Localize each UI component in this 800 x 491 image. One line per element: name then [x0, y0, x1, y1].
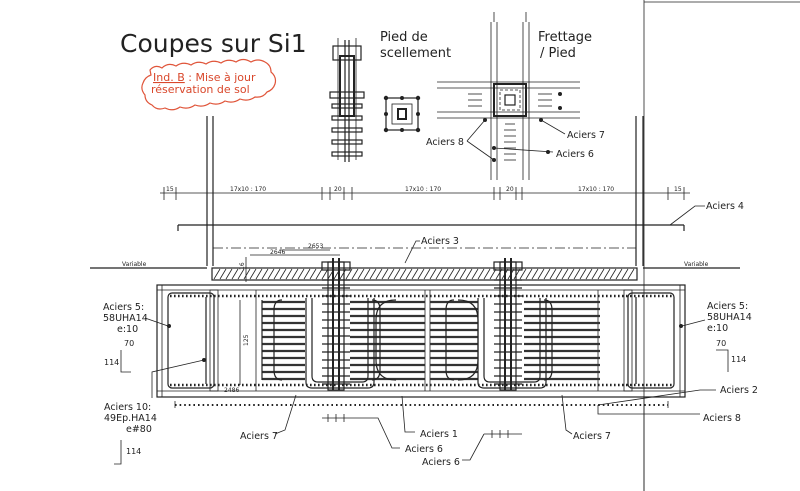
hook-left — [120, 350, 131, 373]
dim-125: 125 — [243, 334, 250, 346]
frettage-detail — [437, 12, 580, 180]
aciers-1-leader — [401, 395, 415, 433]
dim-span-2: 17x10 : 170 — [405, 186, 441, 193]
revision-cloud: Ind. B : Mise à jour réservation de sol — [141, 58, 277, 111]
hook-70-right: 70 — [716, 339, 726, 348]
frettage-title-2: / Pied — [540, 46, 576, 61]
end-stirrups — [167, 292, 675, 389]
frettage-title-1: Frettage — [538, 30, 592, 45]
label-aciers-5-right-2: 58UHA14 — [707, 312, 752, 323]
dim-20-1: 20 — [334, 186, 342, 193]
revision-text-1: : Mise à jour — [185, 71, 256, 84]
screed-layer — [211, 267, 638, 281]
aciers-5-right-dot — [679, 324, 683, 328]
label-aciers-10-2: 49Ep.HA14 — [104, 413, 157, 424]
hook-114-left: 114 — [104, 358, 119, 367]
label-aciers-5-left-2: 58UHA14 — [103, 313, 148, 324]
ground-level-right: Variable — [684, 261, 709, 268]
label-aciers-4: Aciers 4 — [706, 201, 744, 212]
revision-index: Ind. B — [153, 71, 185, 84]
label-aciers-3: Aciers 3 — [421, 236, 459, 247]
label-aciers-5-left-3: e:10 — [117, 324, 138, 335]
label-aciers-6-b2: Aciers 6 — [422, 457, 460, 468]
label-aciers-5-left-1: Aciers 5: — [103, 302, 144, 313]
dimension-row — [160, 187, 690, 200]
dim-15-left: 15 — [166, 186, 174, 193]
aciers-10-leader — [151, 359, 205, 398]
label-aciers-6-top: Aciers 6 — [556, 149, 594, 160]
dim-2646: 2646 — [270, 249, 285, 256]
aciers-5-left-dot — [167, 324, 171, 328]
aciers-5-right-leader — [681, 319, 706, 327]
label-aciers-8-top: Aciers 8 — [426, 137, 464, 148]
aciers-7-bl-leader — [274, 394, 297, 435]
dim-15-right: 15 — [674, 186, 682, 193]
dim-2486: 2486 — [224, 387, 239, 394]
dim-20-2: 20 — [506, 186, 514, 193]
label-aciers-7-br: Aciers 7 — [573, 431, 611, 442]
pied-title-2: scellement — [380, 46, 451, 61]
label-aciers-8-bottom: Aciers 8 — [703, 413, 741, 424]
revision-text-2: réservation de sol — [151, 83, 250, 96]
label-aciers-5-right-3: e:10 — [707, 323, 728, 334]
label-aciers-10-3: e#80 — [126, 424, 152, 435]
pied-title-1: Pied de — [380, 30, 428, 45]
dim-16: 16 — [239, 262, 246, 270]
aciers-2-leader — [597, 389, 716, 406]
label-aciers-1: Aciers 1 — [420, 429, 458, 440]
beam-section — [156, 284, 686, 398]
dim-span-1: 17x10 : 170 — [230, 186, 266, 193]
aciers-4-bar — [177, 205, 705, 231]
dim-2653: 2653 — [308, 243, 323, 250]
horizontal-rebar-groups — [262, 300, 600, 381]
label-aciers-10-1: Aciers 10: — [104, 402, 151, 413]
dim-span-3: 17x10 : 170 — [578, 186, 614, 193]
aciers-7-br-leader — [561, 394, 573, 435]
hook-114-bottom: 114 — [126, 447, 141, 456]
pied-scellement-detail — [329, 38, 365, 162]
aciers-6-b1-leader — [360, 417, 400, 449]
pied-plan-detail — [383, 95, 421, 133]
aciers-3-leader — [404, 240, 420, 264]
hook-bottom — [114, 440, 122, 465]
aciers-10-dot — [202, 358, 206, 362]
hook-right — [716, 349, 729, 372]
aciers-8-bottom-leader — [597, 405, 700, 415]
ground-level-left: Variable — [122, 261, 147, 268]
aciers-6-b2-leader — [462, 433, 485, 461]
label-aciers-6-b1: Aciers 6 — [405, 444, 443, 455]
aciers-5-left-leader — [144, 317, 169, 327]
label-aciers-5-right-1: Aciers 5: — [707, 301, 748, 312]
svg-text:Ind. B : Mise à jour: Ind. B : Mise à jour — [153, 71, 256, 84]
column-anchors — [321, 258, 523, 391]
hook-114-right: 114 — [731, 355, 746, 364]
label-aciers-7-bl: Aciers 7 — [240, 431, 278, 442]
hook-70-left: 70 — [124, 339, 134, 348]
drawing-title: Coupes sur Si1 — [120, 29, 307, 58]
label-aciers-7-top: Aciers 7 — [567, 130, 605, 141]
label-aciers-2: Aciers 2 — [720, 385, 758, 396]
